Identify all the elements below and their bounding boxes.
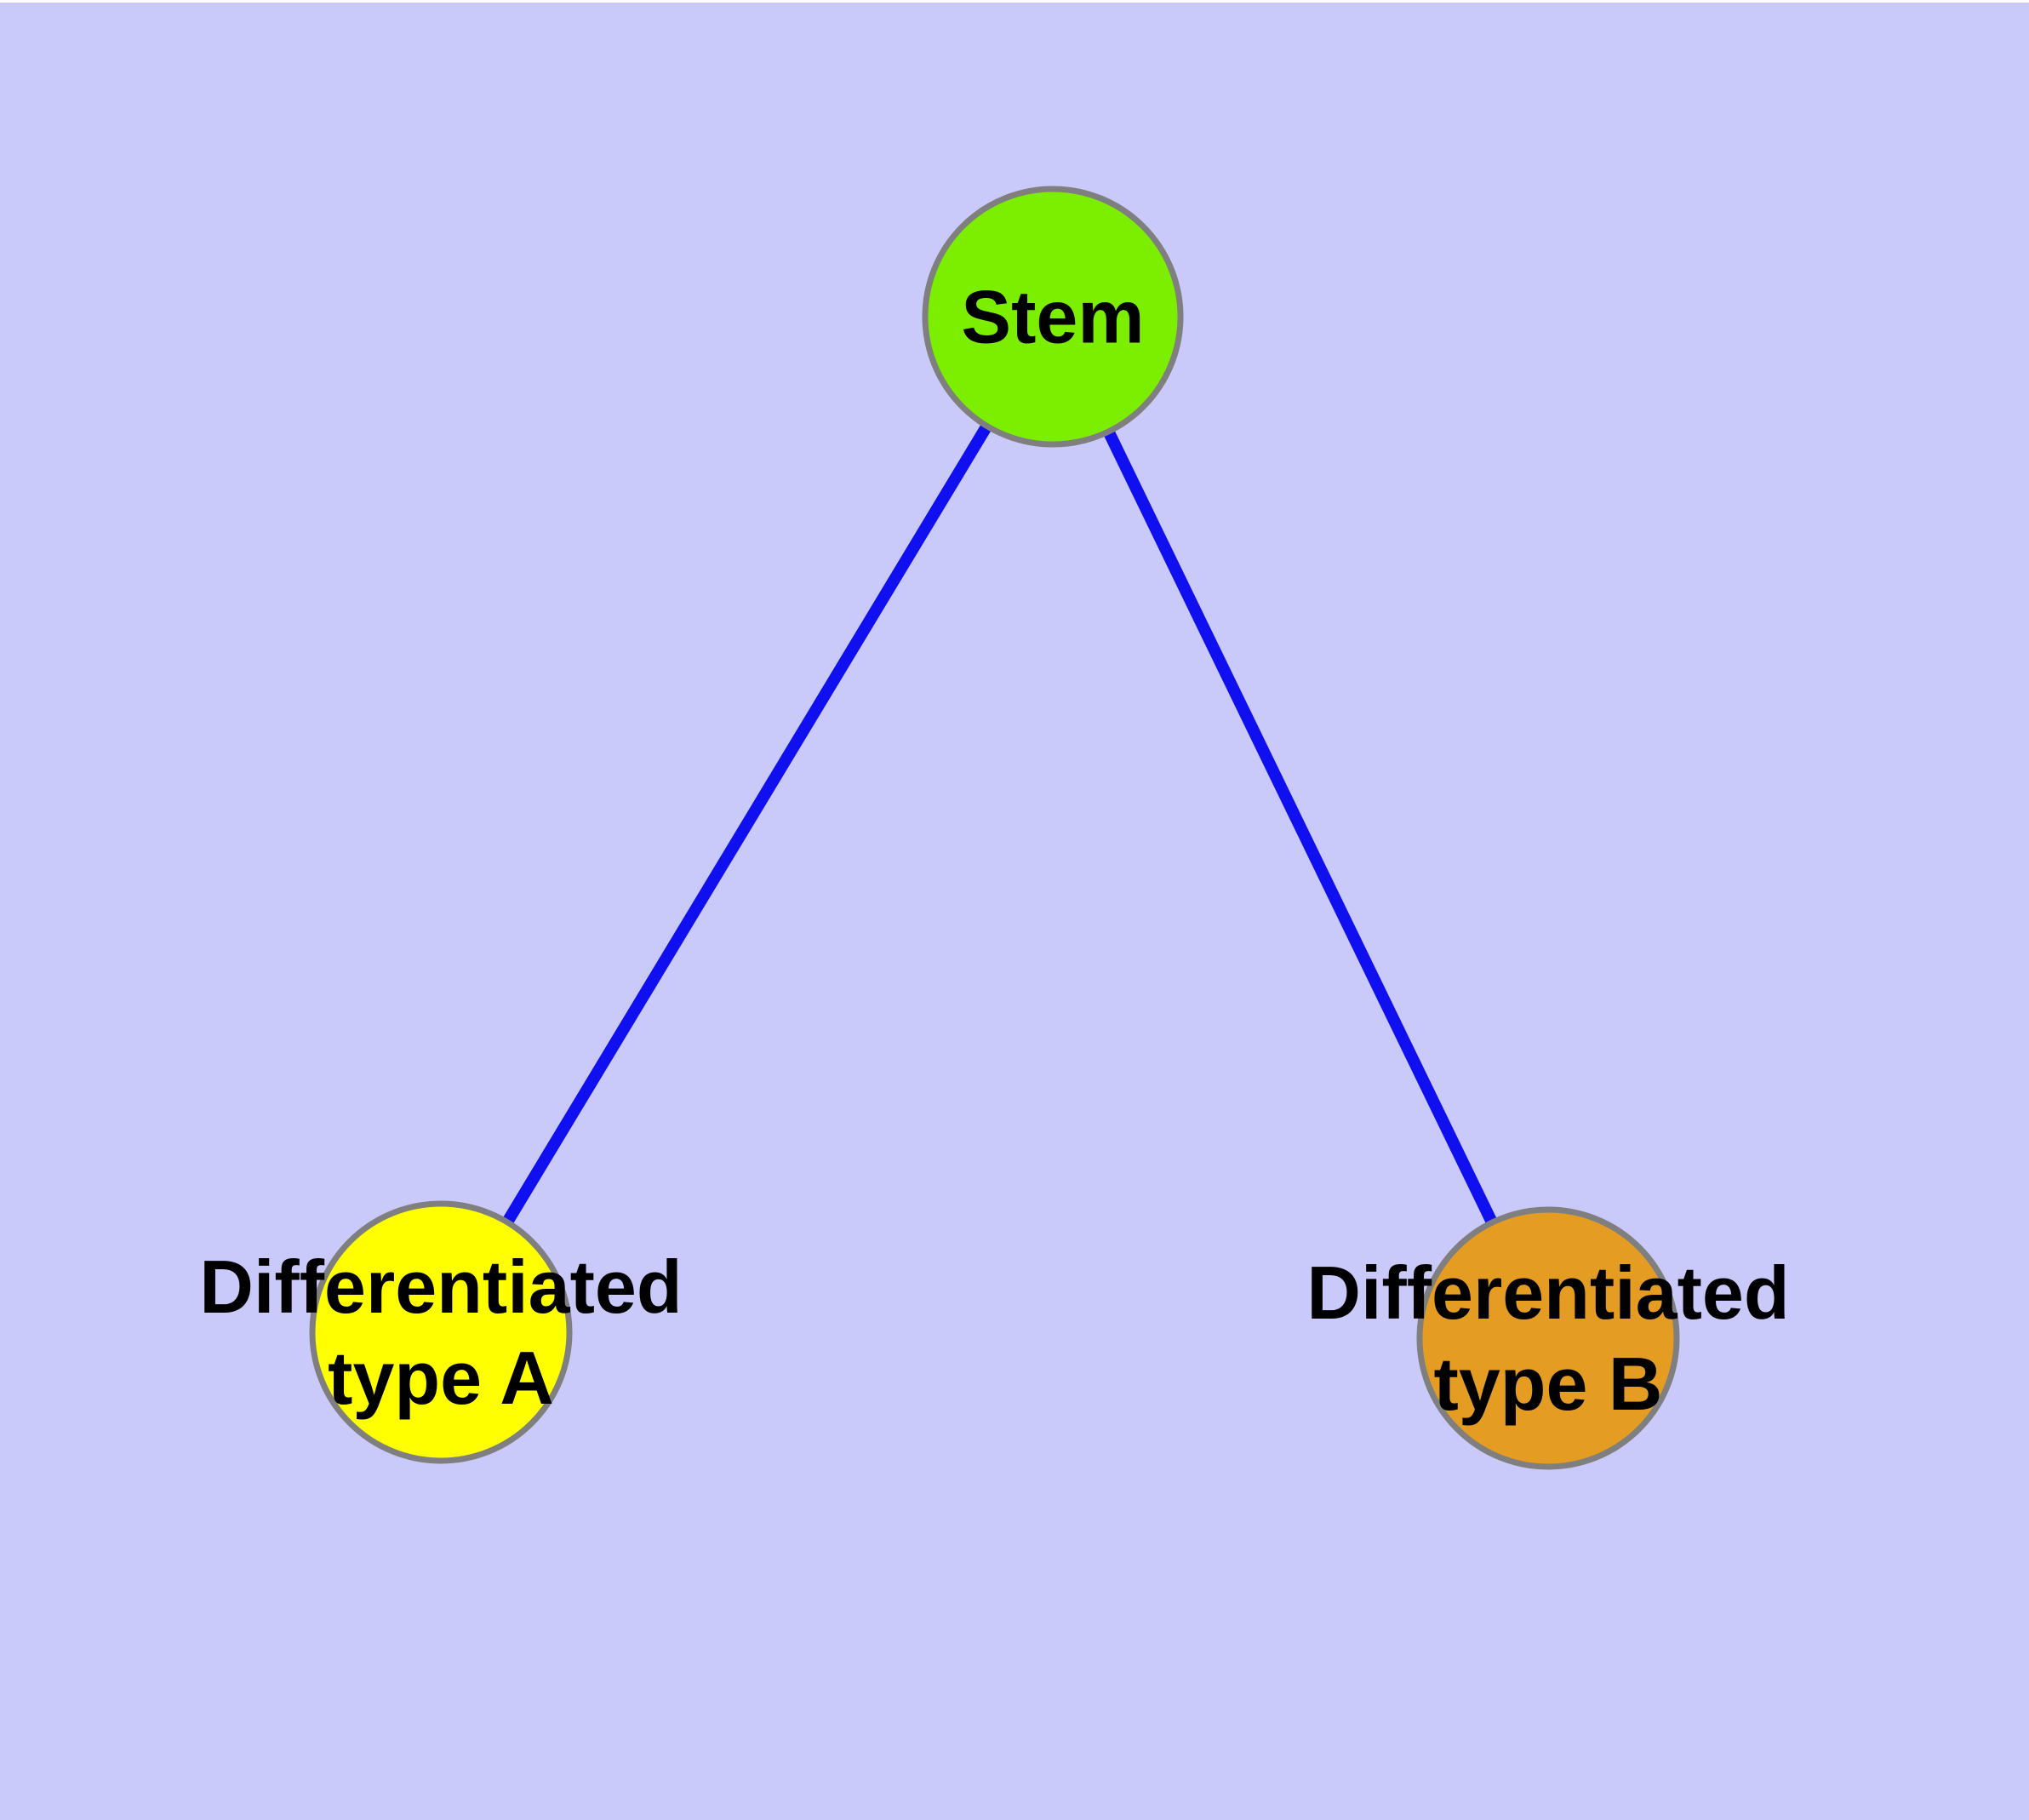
nodes-layer bbox=[309, 186, 1680, 1470]
graph-edge-stem-to-type-b bbox=[1047, 313, 1554, 1342]
graph-node-stem bbox=[922, 186, 1184, 448]
edges-layer bbox=[436, 313, 1554, 1342]
graph-edge-stem-to-type-a bbox=[436, 313, 1058, 1336]
graph-node-type-a bbox=[309, 1200, 573, 1464]
graph-node-type-b bbox=[1416, 1206, 1680, 1470]
node-label-stem: Stem bbox=[961, 275, 1144, 359]
